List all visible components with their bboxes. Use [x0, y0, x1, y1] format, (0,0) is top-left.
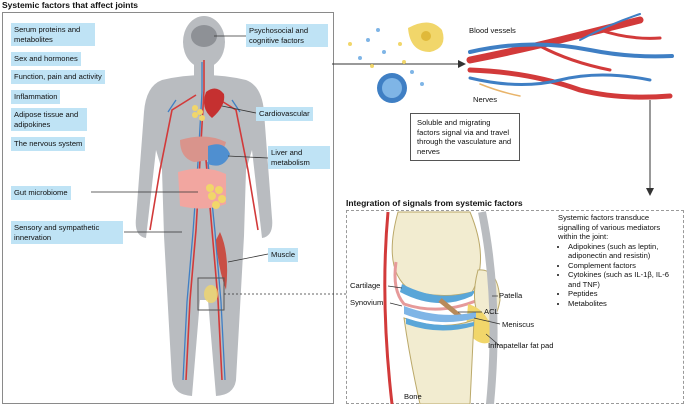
label-function-pain: Function, pain and activity [11, 70, 105, 84]
stomach-icon [208, 144, 230, 166]
label-serum-proteins: Serum proteins and metabolites [11, 23, 95, 46]
mediator-item: Adipokines (such as leptin, adiponectin … [568, 242, 680, 261]
label-synovium: Synovium [350, 298, 384, 307]
label-meniscus: Meniscus [502, 320, 535, 329]
mediator-item: Metabolites [568, 299, 680, 309]
label-nerves: Nerves [473, 95, 498, 104]
label-liver-metabolism: Liver and metabolism [268, 146, 330, 169]
label-infrapatellar-fat-pad: Infrapatellar fat pad [488, 341, 554, 350]
label-sex-hormones: Sex and hormones [11, 52, 81, 66]
heart-icon [204, 88, 225, 118]
label-cardiovascular: Cardiovascular [256, 107, 313, 121]
label-cartilage: Cartilage [350, 281, 381, 290]
label-acl: ACL [484, 307, 499, 316]
label-gut-microbiome: Gut microbiome [11, 186, 71, 200]
label-psychosocial: Psychosocial and cognitive factors [246, 24, 328, 47]
label-inflammation: Inflammation [11, 90, 61, 104]
label-sensory-innervation: Sensory and sympathetic innervation [11, 221, 123, 244]
label-nervous-system: The nervous system [11, 137, 86, 151]
mediators-text: Systemic factors transduce signalling of… [558, 213, 680, 308]
caption-soluble-factors: Soluble and migrating factors signal via… [410, 113, 520, 161]
mediator-item: Complement factors [568, 261, 680, 271]
mediators-list: Adipokines (such as leptin, adiponectin … [558, 242, 680, 309]
brain-icon [191, 25, 217, 47]
label-adipose: Adipose tissue and adipokines [11, 108, 87, 131]
left-panel-title: Systemic factors that affect joints [2, 0, 139, 10]
integration-title: Integration of signals from systemic fac… [346, 198, 523, 208]
mediators-intro: Systemic factors transduce signalling of… [558, 213, 661, 241]
label-blood-vessels: Blood vessels [469, 26, 516, 35]
mediator-item: Cytokines (such as IL-1β, IL-6 and TNF) [568, 270, 680, 289]
muscle-icon [216, 232, 228, 290]
label-bone: Bone [404, 392, 422, 401]
label-patella: Patella [499, 291, 523, 300]
label-muscle: Muscle [268, 248, 299, 262]
mediator-item: Peptides [568, 289, 680, 299]
